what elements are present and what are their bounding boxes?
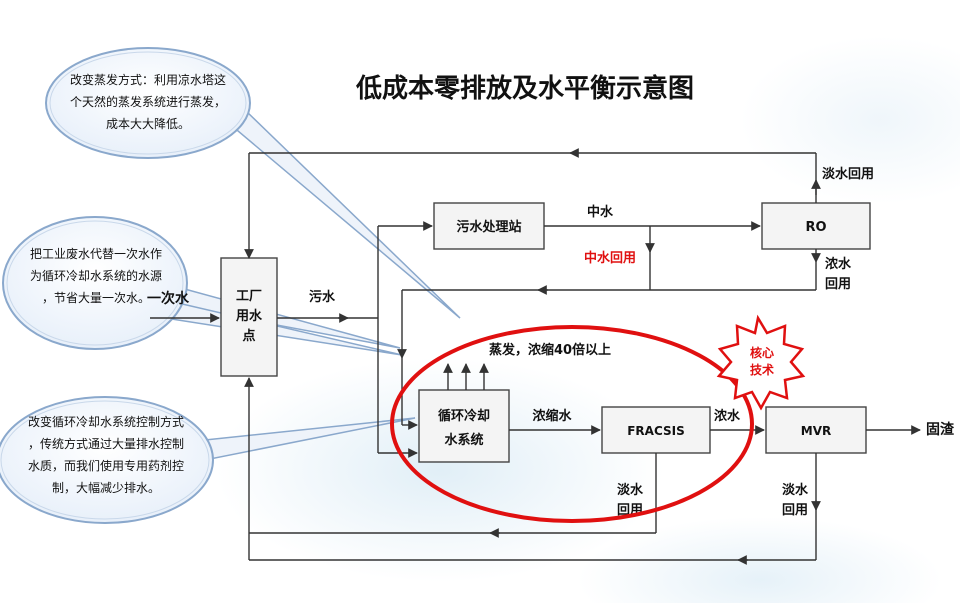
- box-factory-line-3: 点: [242, 328, 255, 344]
- box-factory-line-1: 工厂: [236, 289, 262, 304]
- callout-evaporation: [45, 47, 461, 319]
- box-cooling: 循环冷却 水系统: [418, 389, 510, 463]
- callout-control-line-3: 水质，而我们使用专用药剂控: [27, 459, 184, 473]
- box-mvr: MVR: [765, 406, 867, 454]
- box-sewage-plant-label: 污水处理站: [456, 219, 521, 235]
- label-fracsis-fresh-1: 淡水: [617, 482, 644, 498]
- box-sewage-plant: 污水处理站: [433, 202, 545, 250]
- box-mvr-label: MVR: [801, 424, 831, 438]
- label-ro-concentrate-2: 回用: [825, 277, 851, 292]
- callout-evaporation-line-3: 成本大大降低。: [105, 117, 190, 131]
- box-cooling-line-2: 水系统: [444, 432, 483, 448]
- box-factory-line-2: 用水: [235, 308, 263, 324]
- label-concentrate-out: 浓水: [714, 408, 741, 424]
- label-evaporation: 蒸发，浓缩40倍以上: [489, 342, 611, 358]
- label-mvr-fresh-2: 回用: [782, 503, 808, 518]
- core-tech-badge: 核心 技术: [716, 314, 806, 411]
- callout-control-line-4: 制，大幅减少排水。: [51, 481, 160, 495]
- box-fracsis-label: FRACSIS: [627, 424, 685, 438]
- label-middle-water-return: 中水回用: [584, 250, 636, 266]
- diagram-title: 低成本零排放及水平衡示意图: [355, 73, 694, 104]
- highlight-ellipse: [390, 325, 754, 523]
- label-ro-concentrate-1: 浓水: [825, 256, 852, 272]
- label-middle-water: 中水: [587, 204, 614, 220]
- label-primary-water: 一次水: [147, 290, 190, 307]
- callout-wastewater-line-2: 为循环冷却水系统的水源: [29, 269, 162, 283]
- callout-control-line-1: 改变循环冷却水系统控制方式: [27, 415, 184, 429]
- callout-control-line-2: ，传统方式通过大量排水控制: [27, 437, 184, 451]
- box-factory: 工厂 用水 点: [220, 257, 278, 377]
- callout-wastewater-line-3: ，节省大量一次水。: [41, 291, 150, 305]
- callout-wastewater-line-1: 把工业废水代替一次水作: [29, 247, 162, 261]
- box-ro-label: RO: [805, 220, 826, 235]
- core-tech-line-1: 核心: [750, 345, 774, 360]
- callout-control: [0, 396, 416, 524]
- box-cooling-line-1: 循环冷却: [438, 408, 490, 424]
- callout-evaporation-line-1: 改变蒸发方式：利用凉水塔这: [69, 73, 226, 87]
- label-solid-waste: 固渣: [926, 421, 955, 438]
- box-ro: RO: [761, 202, 871, 250]
- callout-wastewater-text: 把工业废水代替一次水作 为循环冷却水系统的水源 ，节省大量一次水。: [18, 243, 174, 309]
- label-mvr-fresh-1: 淡水: [782, 482, 809, 498]
- callout-control-text: 改变循环冷却水系统控制方式 ，传统方式通过大量排水控制 水质，而我们使用专用药剂…: [18, 411, 194, 499]
- label-fresh-return-top: 淡水回用: [822, 166, 874, 182]
- core-tech-line-2: 技术: [750, 362, 774, 377]
- callout-evaporation-text: 改变蒸发方式：利用凉水塔这 个天然的蒸发系统进行蒸发， 成本大大降低。: [58, 69, 238, 135]
- callout-evaporation-line-2: 个天然的蒸发系统进行蒸发，: [69, 95, 226, 109]
- label-sewage: 污水: [309, 289, 336, 305]
- label-concentrated-water: 浓缩水: [532, 408, 572, 424]
- box-fracsis: FRACSIS: [601, 406, 711, 454]
